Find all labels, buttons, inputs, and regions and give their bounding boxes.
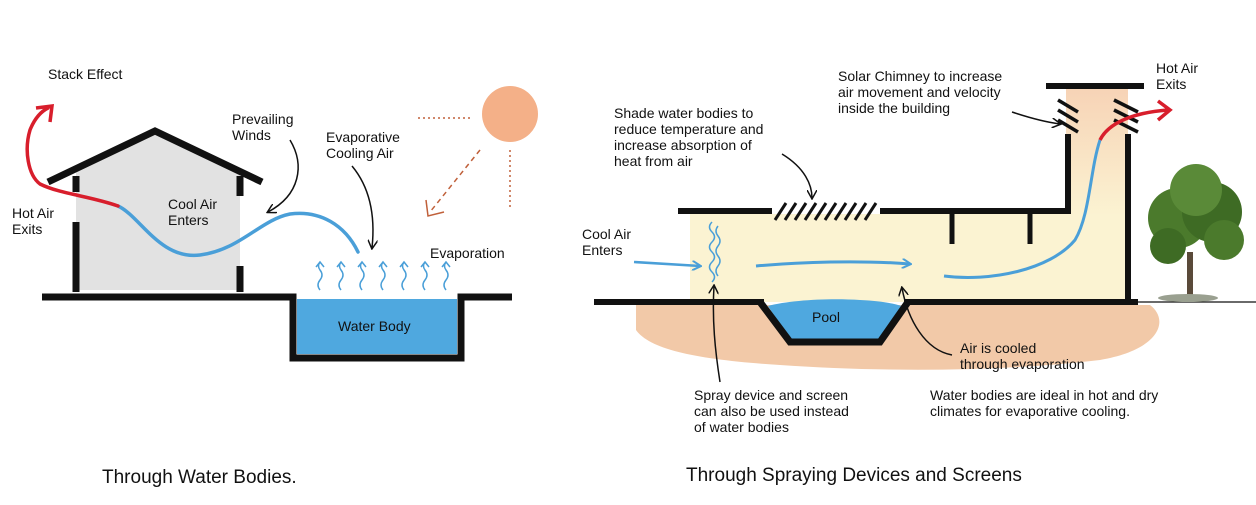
left-diagram <box>25 86 538 362</box>
shade-hatch <box>773 202 878 221</box>
sun <box>482 86 538 142</box>
cool-air-flow <box>116 204 360 257</box>
hot-air-arrowhead <box>35 103 55 123</box>
label-air-is-cooled: Air is cooled through evaporation <box>960 340 1085 372</box>
label-cool-air-enters-left: Cool Air Enters <box>168 196 218 228</box>
water-body <box>297 299 457 354</box>
pool-basin <box>757 299 911 346</box>
air-cooled-pointer <box>902 288 953 356</box>
pool-water <box>768 299 902 340</box>
label-pool: Pool <box>812 309 841 325</box>
sun-ray-arrowhead <box>425 199 445 217</box>
solar-chimney-pointer <box>1011 111 1060 124</box>
hot-air-flow <box>25 106 120 208</box>
sun-ray-diagonal <box>429 149 481 213</box>
evaporation-squiggles <box>315 260 451 291</box>
ground-mass <box>636 305 1160 370</box>
hot-air-exit-arrowhead <box>1156 99 1173 122</box>
label-cool-air-enters-right: Cool Air Enters <box>582 226 632 258</box>
interior-air-arrow-1 <box>755 262 910 266</box>
house-interior <box>76 133 240 290</box>
interior-air-arrow-2 <box>943 139 1102 279</box>
spray-pointer <box>713 286 721 383</box>
label-shade-water-bodies: Shade water bodies to reduce temperature… <box>614 105 764 169</box>
spray-screen <box>708 221 721 283</box>
label-water-bodies-ideal: Water bodies are ideal in hot and dry cl… <box>930 387 1159 419</box>
label-solar-chimney: Solar Chimney to increase air movement a… <box>838 68 1003 116</box>
caption-spraying-devices: Through Spraying Devices and Screens <box>686 465 1022 486</box>
cooling-air-pointer <box>351 165 373 248</box>
label-spray-device: Spray device and screen can also be used… <box>694 387 849 435</box>
label-hot-air-exits-left: Hot Air Exits <box>12 205 55 237</box>
label-evaporative-cooling-air: Evaporative Cooling Air <box>326 129 400 161</box>
house-roof <box>46 127 264 186</box>
hot-air-exit-arrow <box>1098 108 1169 141</box>
right-diagram <box>594 83 1256 383</box>
tree <box>1148 164 1244 302</box>
building-interior <box>690 214 1128 302</box>
prevailing-winds-pointer <box>268 139 299 212</box>
label-evaporation: Evaporation <box>430 245 505 261</box>
label-prevailing-winds: Prevailing Winds <box>232 111 294 143</box>
caption-water-bodies: Through Water Bodies. <box>102 467 297 488</box>
label-water-body: Water Body <box>338 318 411 334</box>
label-stack-effect: Stack Effect <box>48 66 123 82</box>
ground-line-left <box>42 293 512 362</box>
cool-air-enters-arrow <box>633 262 700 266</box>
label-hot-air-exits-right: Hot Air Exits <box>1156 60 1199 92</box>
shade-pointer <box>781 153 812 198</box>
